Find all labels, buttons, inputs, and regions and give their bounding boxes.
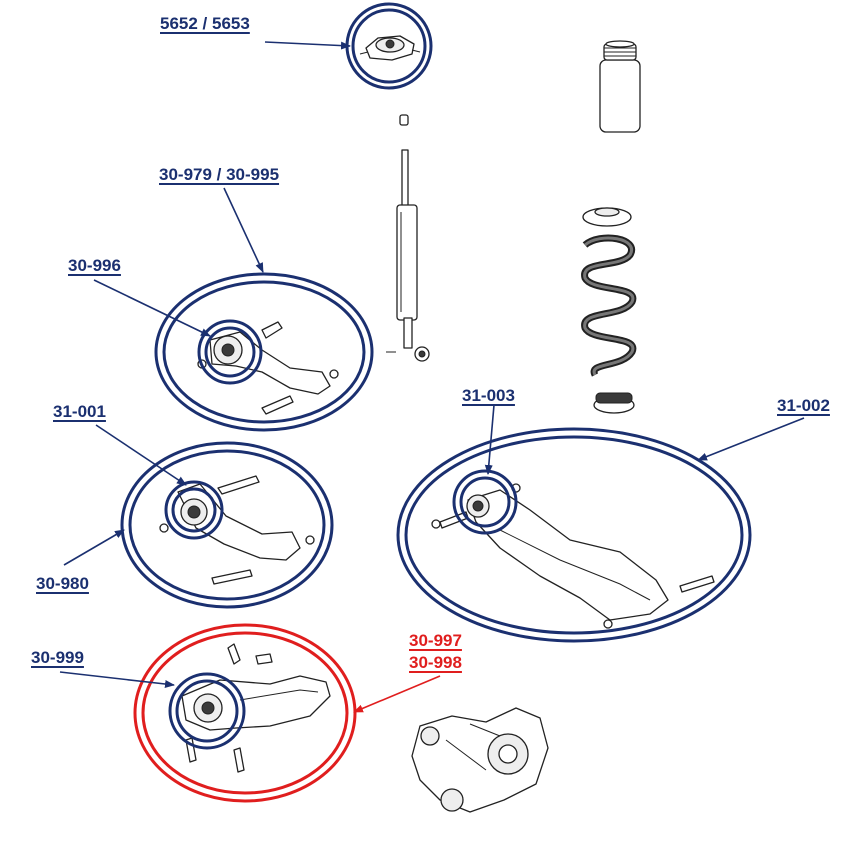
label-mount: 5652 / 5653 — [160, 14, 250, 33]
label-lower-bushing: 31-003 — [462, 386, 515, 405]
top-mount-icon — [359, 35, 421, 61]
leader-upper-arm — [223, 187, 264, 273]
leader-trailing-bushing — [59, 671, 175, 688]
callout-ring-toe-arm — [120, 441, 334, 609]
label-upper-arm: 30-979 / 30-995 — [159, 165, 280, 184]
trailing-arm-icon — [181, 643, 331, 773]
callout-ring-trailing-bushing — [168, 672, 246, 750]
label-toe-arm: 30-980 — [36, 574, 89, 593]
label-trailing-arm-2: 30-998 — [409, 653, 462, 672]
leader-lower-bushing — [484, 404, 495, 475]
lower-arm-icon — [431, 483, 715, 629]
leader-lower-arm — [697, 417, 805, 461]
leader-mount — [264, 41, 351, 50]
toe-arm-icon — [159, 475, 315, 585]
label-upper-bushing: 30-996 — [68, 256, 121, 275]
leader-trailing-arm — [353, 675, 441, 713]
callout-ring-trailing-arm — [133, 623, 357, 803]
leader-toe-arm — [63, 529, 125, 566]
label-lower-arm: 31-002 — [777, 396, 830, 415]
label-trailing-bushing: 30-999 — [31, 648, 84, 667]
callout-ring-toe-bushing — [164, 480, 224, 540]
leader-toe-bushing — [95, 424, 187, 486]
coil-spring-icon — [581, 207, 637, 414]
rear-knuckle-icon — [411, 707, 549, 813]
callout-ring-lower-arm — [396, 427, 752, 643]
callout-ring-upper-arm — [154, 272, 374, 432]
label-trailing-arm-1: 30-997 — [409, 631, 462, 650]
leader-upper-bushing — [93, 279, 211, 337]
shock-absorber-icon — [386, 114, 430, 362]
label-toe-bushing: 31-001 — [53, 402, 106, 421]
dust-boot-icon — [599, 40, 641, 133]
upper-arm-icon — [197, 321, 339, 415]
callout-ring-upper-bushing — [197, 319, 263, 385]
